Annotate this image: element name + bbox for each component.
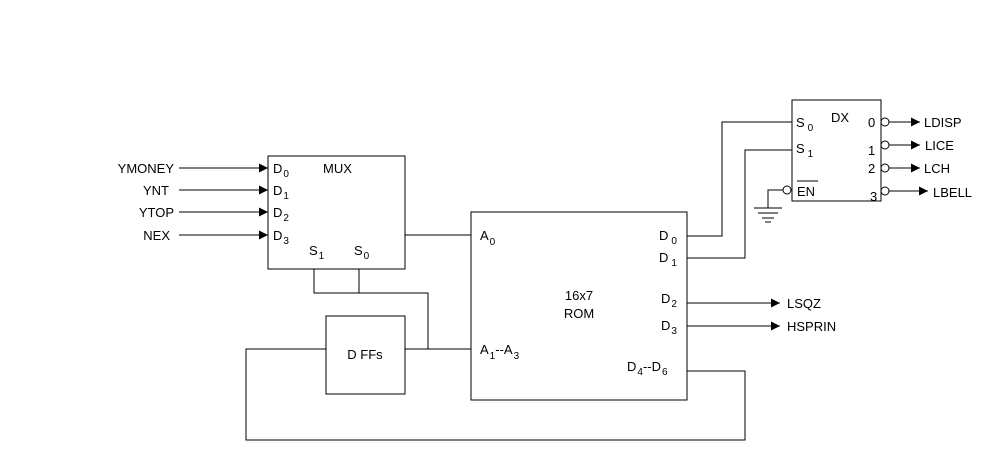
bubble-out-3 <box>880 186 890 196</box>
dx-pin-en: EN <box>797 184 815 199</box>
output-label-lbell: LBELL <box>933 185 972 200</box>
ground-connection <box>754 185 792 223</box>
output-label-lsqz: LSQZ <box>787 296 821 311</box>
output-label-ldisp: LDISP <box>924 115 962 130</box>
wire-feedback-loop <box>245 348 746 441</box>
output-label-lch: LCH <box>924 161 950 176</box>
mux-box <box>267 155 406 270</box>
mux-pin-d3: D3 <box>273 228 289 247</box>
dx-title: DX <box>831 110 849 125</box>
mux-block: MUX D0 D1 D2 D3 S1 S0 <box>267 155 406 270</box>
mux-pin-d1: D1 <box>273 183 289 202</box>
wire-d0-to-s0 <box>687 121 792 237</box>
dx-out-1-label: 1 <box>868 143 875 158</box>
rom-title: ROM <box>564 306 594 321</box>
dx-box <box>791 99 882 202</box>
output-label-lice: LICE <box>925 138 954 153</box>
mux-title: MUX <box>323 161 352 176</box>
input-label-nex: NEX <box>143 228 170 243</box>
rom-box <box>470 211 688 401</box>
input-label-ytop: YTOP <box>139 205 174 220</box>
bubble-out-1 <box>880 140 890 150</box>
rom-pin-a1-a3: A1--A3 <box>480 342 520 362</box>
wire-d1-to-s1 <box>687 149 792 259</box>
wire-s1-to-dffs <box>313 269 429 349</box>
input-label-ymoney: YMONEY <box>118 161 175 176</box>
input-signals: YMONEY YNT YTOP NEX <box>118 161 268 243</box>
rom-size: 16x7 <box>565 288 593 303</box>
rom-pin-d4-d6: D4--D6 <box>627 359 668 378</box>
mux-pin-s1: S1 <box>309 243 325 262</box>
rom-output-labels: LSQZ HSPRIN <box>787 296 836 334</box>
bubble-out-0 <box>880 117 890 127</box>
rom-pin-d3: D3 <box>661 318 677 337</box>
mux-pin-d2: D2 <box>273 205 289 224</box>
bubble-out-2 <box>880 163 890 173</box>
wire-en-ground <box>767 189 783 208</box>
bubble-en <box>782 185 792 195</box>
rom-pin-a0: A0 <box>480 228 496 248</box>
mux-pin-d0: D0 <box>273 161 289 180</box>
output-label-hsprin: HSPRIN <box>787 319 836 334</box>
dx-out-0-label: 0 <box>868 115 875 130</box>
internal-wiring <box>245 121 792 441</box>
dffs-box <box>325 315 406 395</box>
dffs-block: D FFs <box>325 315 406 395</box>
input-label-ynt: YNT <box>143 183 169 198</box>
mux-pin-s0: S0 <box>354 243 370 262</box>
dx-out-2-label: 2 <box>868 161 875 176</box>
dffs-title: D FFs <box>347 347 383 362</box>
rom-pin-d2: D2 <box>661 291 677 310</box>
dx-out-3-label: 3 <box>870 189 877 204</box>
dx-outputs: LDISP LICE LCH LBELL <box>880 115 972 200</box>
